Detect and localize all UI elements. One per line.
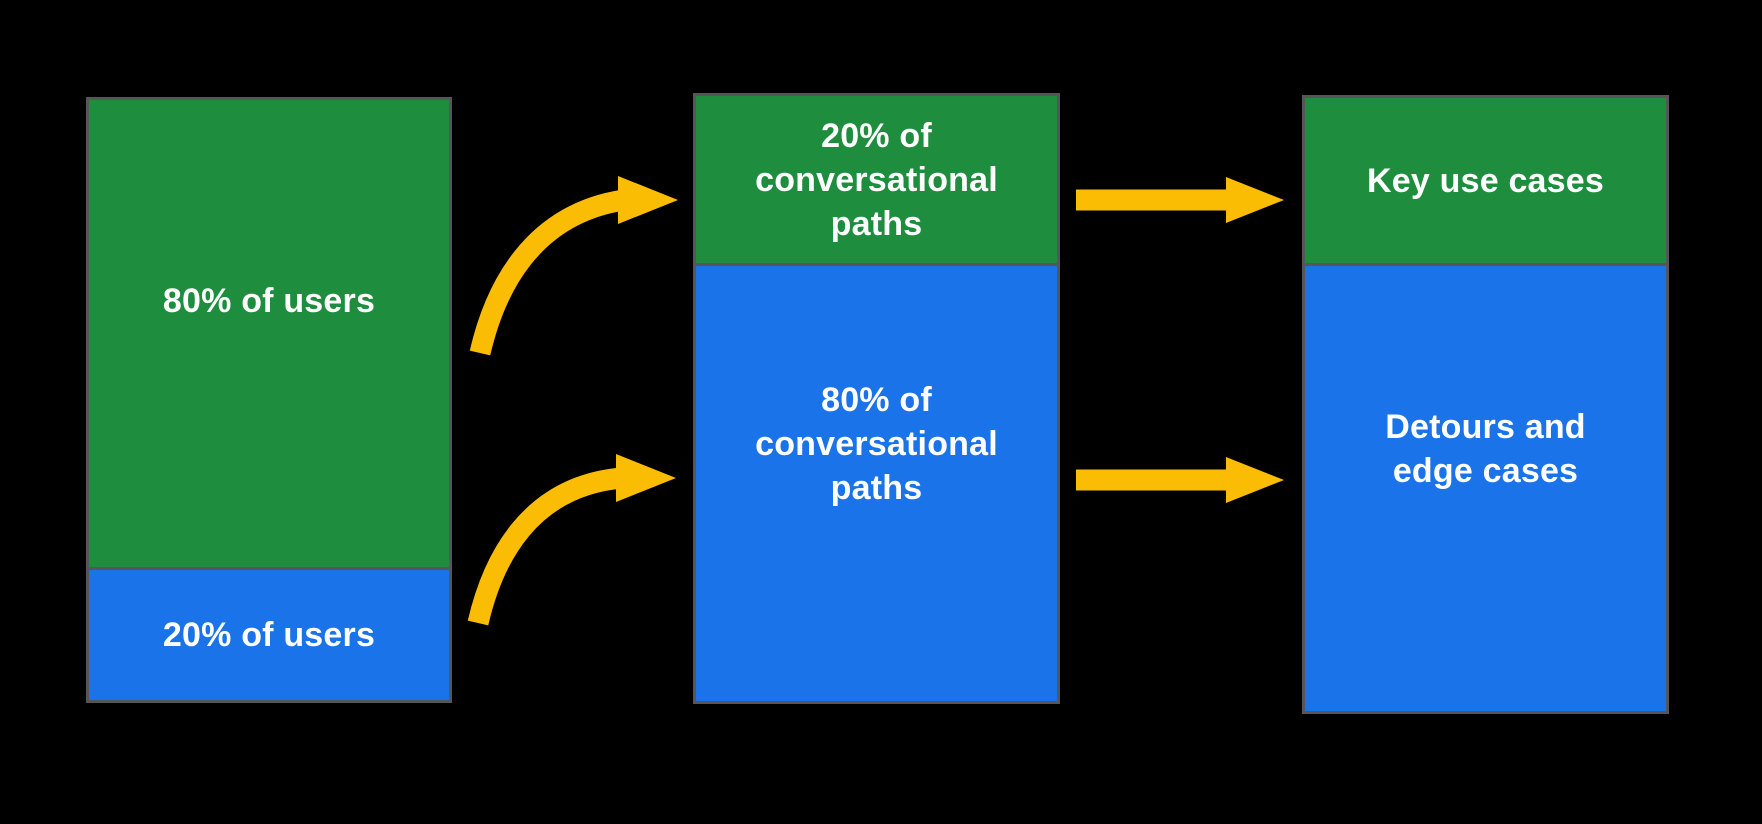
detours-edge-cases-segment: Detours and edge cases (1305, 266, 1666, 711)
segment-divider (696, 263, 1057, 266)
users-80-segment: 80% of users (89, 100, 449, 567)
use-cases-bar: Key use cases Detours and edge cases (1302, 95, 1669, 714)
key-use-cases-segment: Key use cases (1305, 98, 1666, 263)
paths-80-segment: 80% of conversational paths (696, 266, 1057, 701)
straight-arrow-paths20-to-key-use-cases-icon (1076, 177, 1284, 223)
users-20-segment: 20% of users (89, 570, 449, 700)
straight-arrow-paths80-to-detours-icon (1076, 457, 1284, 503)
segment-divider (89, 567, 449, 570)
segment-divider (1305, 263, 1666, 266)
paths-20-segment: 20% of conversational paths (696, 96, 1057, 263)
detours-edge-cases-label: Detours and edge cases (1385, 407, 1586, 490)
paths-80-label: 80% of conversational paths (755, 380, 998, 507)
paths-20-label: 20% of conversational paths (755, 116, 998, 243)
users-20-label: 20% of users (162, 616, 376, 654)
users-bar: 80% of users 20% of users (86, 97, 452, 703)
conversational-paths-bar: 20% of conversational paths 80% of conve… (693, 93, 1060, 704)
curved-arrow-users20-to-paths80-icon (467, 454, 676, 626)
users-80-label: 80% of users (162, 281, 376, 320)
key-use-cases-label: Key use cases (1367, 161, 1604, 200)
curved-arrow-users80-to-paths20-icon (469, 176, 678, 356)
